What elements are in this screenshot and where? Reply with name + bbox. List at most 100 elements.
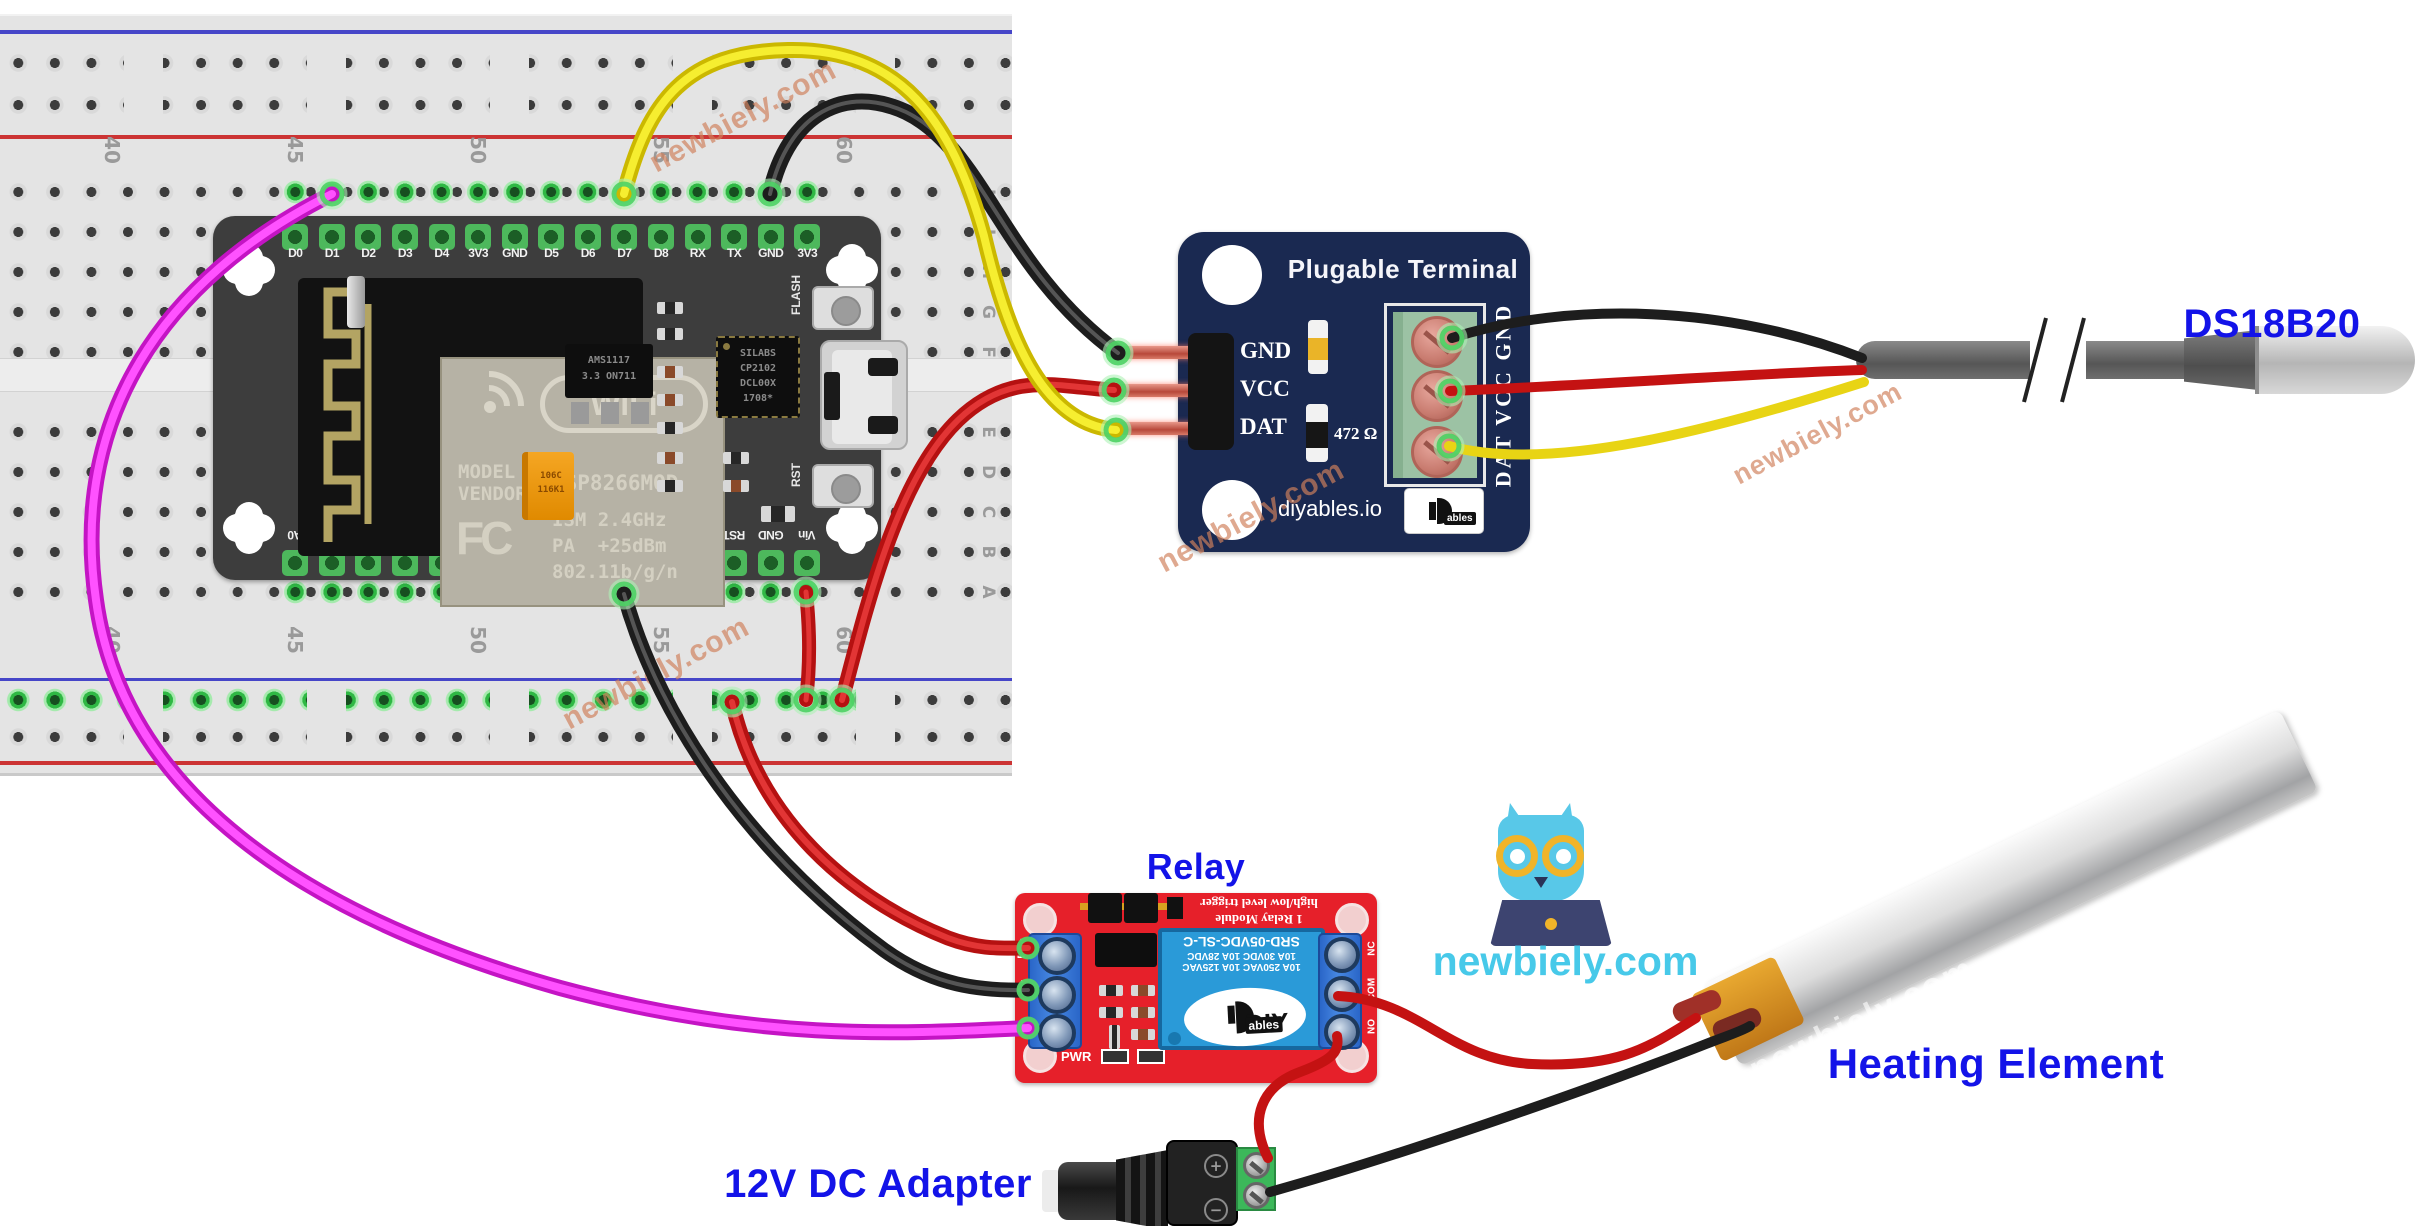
terminal-pin-label-GND: GND	[1240, 338, 1292, 363]
relay-cube-text: 10A 250VAC 10A 125VAC 10A 30VDC 10A 28VD…	[1182, 934, 1301, 972]
terminal-pin-label-VCC: VCC	[1240, 376, 1290, 401]
ables-logo-text: ables	[1245, 1016, 1283, 1034]
relay-caption: Relay	[1146, 846, 1246, 887]
gnd-pin	[1116, 346, 1200, 359]
col-number-top-45: 45	[283, 136, 307, 164]
newbiely-site-wrap: newbiely.com	[1428, 938, 1703, 985]
pin-label-Vin: Vin	[798, 528, 816, 542]
capacitor	[347, 276, 365, 328]
ds18b20-caption: DS18B20	[2183, 302, 2361, 346]
adapter-caption-wrap: 12V DC Adapter	[722, 1162, 1034, 1207]
terminal-screw-dat	[1411, 426, 1463, 478]
row-letter-B: B	[978, 545, 998, 559]
usb-slot	[868, 416, 898, 434]
mounting-hole	[832, 250, 872, 290]
col-number-bottom-50: 50	[466, 626, 490, 654]
sensor-cable	[1856, 341, 2030, 379]
adapter-body: + −	[1166, 1140, 1238, 1226]
adapter-barrel	[1058, 1162, 1118, 1220]
owl-eye	[1510, 849, 1525, 864]
pin-pad-Vin	[794, 550, 821, 576]
resistor-value: 472 Ω	[1334, 424, 1378, 443]
relay-caption-wrap: Relay	[1098, 846, 1294, 888]
relay-input-terminal	[1028, 933, 1082, 1052]
pwr-led	[1101, 1049, 1129, 1064]
pwr-label: PWR	[1061, 1049, 1092, 1064]
watermark-sensor: newbiely.com	[1727, 375, 1907, 491]
relay-right-label-NC: NC	[1366, 941, 1378, 956]
pin-pad-RST	[721, 550, 748, 576]
mounting-hole	[1202, 245, 1262, 305]
row-letter-A: A	[978, 585, 998, 599]
col-number-bottom-45: 45	[283, 626, 307, 654]
optocoupler	[1095, 933, 1157, 967]
jumper-cap	[1124, 893, 1158, 923]
col-number-bottom-60: 60	[832, 626, 856, 654]
col-number-top-60: 60	[832, 136, 856, 164]
status-led	[1137, 1049, 1165, 1064]
mounting-hole	[1335, 903, 1369, 937]
row-letter-G: G	[978, 305, 998, 319]
esp-model-label: MODEL	[458, 461, 516, 483]
plus-symbol: +	[1204, 1154, 1228, 1178]
minus-symbol: −	[1204, 1198, 1228, 1222]
flash-button	[812, 286, 874, 330]
row-letter-D: D	[978, 464, 998, 480]
owl-eye	[1556, 849, 1571, 864]
terminal-side-text-wrap: DAT VCC GND	[1478, 292, 1528, 498]
sensor-probe	[2255, 326, 2415, 394]
row-letter-E: E	[978, 426, 998, 438]
terminal-screw-vcc	[1411, 370, 1463, 422]
smd-component	[657, 394, 683, 406]
terminal-pin-label-DAT: DAT	[1240, 414, 1287, 439]
smd-component	[1099, 1007, 1123, 1018]
diyables-footer: diyables.io	[1278, 496, 1382, 521]
smd-component	[1131, 985, 1155, 996]
laptop-logo-dot	[1545, 918, 1557, 930]
terminal-screw-gnd	[1411, 316, 1463, 368]
adapter-screw-plus	[1243, 1152, 1270, 1179]
smd-component	[1099, 985, 1123, 996]
regulator-leg	[601, 402, 619, 424]
vcc-pin	[1116, 384, 1200, 397]
wifi-arcs-icon	[439, 356, 539, 456]
ds18b20-caption-wrap: DS18B20	[2122, 302, 2418, 347]
flash-button-label: FLASH	[789, 275, 803, 315]
smd-component	[657, 452, 683, 464]
no-screw	[1324, 1014, 1360, 1050]
mounting-hole	[229, 250, 269, 290]
top-rail-red-line	[0, 135, 1012, 139]
pin-label-GND: GND	[758, 528, 784, 542]
regulator-leg	[571, 402, 589, 424]
heater-wire-red	[1333, 991, 1701, 1070]
newbiely-owl-logo	[1490, 795, 1650, 955]
row-letter-C: C	[978, 505, 998, 519]
dat-pin	[1116, 422, 1200, 435]
relay-right-label-COM: COM	[1366, 977, 1378, 1002]
smd-component	[657, 302, 683, 314]
smd-component	[657, 480, 683, 492]
smd-component	[657, 328, 683, 340]
mounting-hole	[832, 508, 872, 548]
col-number-top-40: 40	[100, 136, 124, 164]
resistor-black	[1306, 422, 1328, 448]
esp-spec2: PA +25dBm	[552, 535, 667, 557]
row-letter-J: J	[978, 188, 998, 196]
usb-slot	[824, 372, 840, 420]
dc-minus-screw	[1038, 976, 1076, 1014]
owl-beak	[1534, 877, 1548, 888]
terminal-title: Plugable Terminal	[1287, 254, 1519, 284]
micro-usb-connector	[820, 340, 908, 450]
crystal-oscillator: 106C 116K1	[522, 452, 574, 520]
regulator-leg	[631, 402, 649, 424]
relay-cube: 10A 250VAC 10A 125VAC 10A 30VDC 10A 28VD…	[1158, 928, 1325, 1050]
col-number-top-50: 50	[466, 136, 490, 164]
terminal-pin-labels: GND VCC DAT	[1178, 232, 1530, 552]
row-letter-I: I	[978, 228, 998, 236]
relay-output-terminal	[1318, 933, 1362, 1050]
col-number-bottom-40: 40	[100, 626, 124, 654]
cube-dot	[1168, 1032, 1181, 1045]
led-yellow	[1308, 338, 1328, 360]
heater-caption-wrap: Heating Element	[1766, 1040, 2226, 1088]
voltage-regulator: AMS1117 3.3 ON711	[565, 344, 653, 398]
